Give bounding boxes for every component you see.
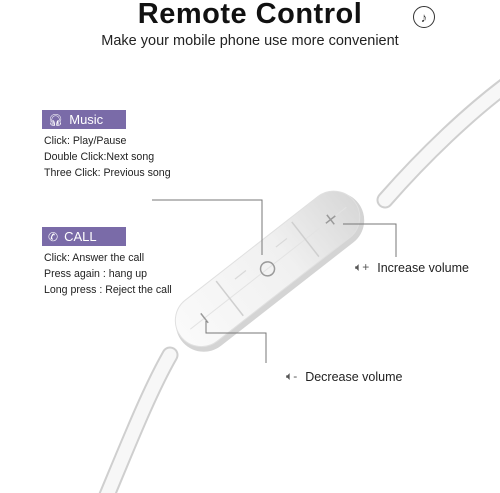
- cable-lower: [98, 346, 179, 493]
- music-label-pill: 🎧︎ Music: [42, 110, 126, 129]
- callout-line-minus: [206, 332, 267, 363]
- page-subtitle: Make your mobile phone use more convenie…: [101, 33, 399, 49]
- speaker-plus-icon: 🔈︎+: [355, 260, 370, 274]
- music-line-click: Click: Play/Pause: [44, 135, 127, 147]
- call-label-pill: ✆ CALL: [42, 227, 126, 246]
- page-title: Remote Control: [137, 0, 363, 30]
- callout-line-plus: [343, 223, 397, 257]
- callout-lines: [152, 199, 397, 363]
- phone-icon: ✆: [48, 229, 59, 244]
- music-note-icon: ♪: [413, 6, 435, 28]
- call-instructions: Click: Answer the call Press again : han…: [44, 250, 172, 298]
- music-line-three-click: Three Click: Previous song: [44, 167, 171, 179]
- call-label: CALL: [64, 229, 97, 244]
- cable-upper: [376, 79, 500, 209]
- decrease-volume-label: Decrease volume: [305, 369, 403, 384]
- headphones-icon: 🎧︎: [48, 112, 64, 127]
- center-button-mark: [259, 261, 276, 277]
- speaker-minus-icon: 🔈︎-: [286, 369, 298, 383]
- music-instructions: Click: Play/Pause Double Click:Next song…: [44, 133, 171, 181]
- callout-line-center: [152, 199, 263, 255]
- call-line-long-press: Long press : Reject the call: [44, 284, 172, 296]
- music-line-double-click: Double Click:Next song: [44, 151, 155, 163]
- decrease-volume-callout: 🔈︎- Decrease volume: [286, 369, 402, 384]
- call-line-click: Click: Answer the call: [44, 252, 145, 264]
- increase-volume-callout: 🔈︎+ Increase volume: [355, 260, 469, 275]
- music-label: Music: [69, 112, 104, 127]
- call-line-press-again: Press again : hang up: [44, 268, 148, 280]
- minus-mark: [200, 312, 209, 324]
- increase-volume-label: Increase volume: [377, 260, 469, 275]
- remote-body: [174, 190, 365, 352]
